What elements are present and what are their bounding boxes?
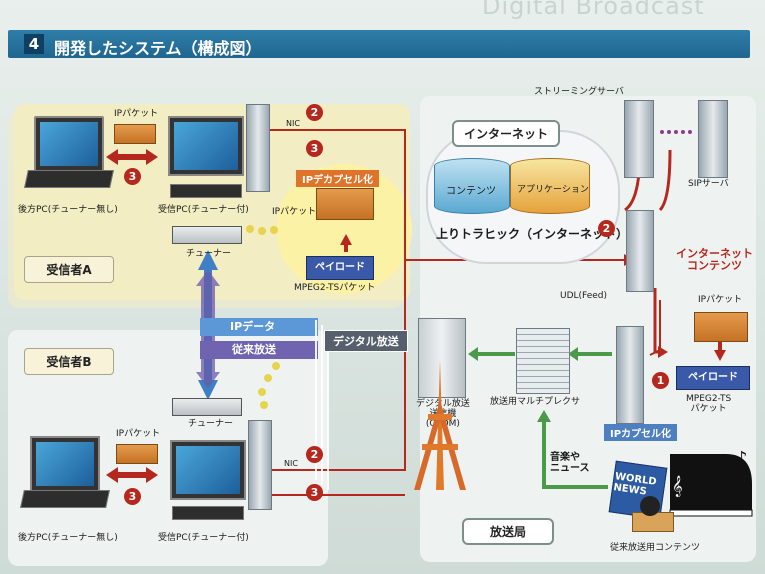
pc-b-tower <box>248 420 272 510</box>
receiver-a-label: 受信者A <box>24 256 114 283</box>
uplink-label: 上りトラヒック（インターネット） <box>436 227 629 241</box>
section-number: 4 <box>24 34 44 54</box>
laptop-b-screen <box>30 436 100 492</box>
nic-a-step-2: 3 <box>306 140 323 157</box>
receiver-b-label: 受信者B <box>24 348 114 375</box>
digital-broadcast-label: デジタル放送 <box>324 330 408 352</box>
pc-a-caption: 受信PC(チューナー付) <box>158 205 249 215</box>
content-label: コンテンツ <box>446 186 496 197</box>
tuner-a-caption: チューナー <box>186 249 232 259</box>
tuner-b-caption: チューナー <box>188 419 234 429</box>
udl-label: UDL(Feed) <box>560 291 608 301</box>
title-bar: 4 開発したシステム（構成図） <box>8 30 750 58</box>
red-line-a <box>270 129 406 471</box>
encap-step: 1 <box>652 372 669 389</box>
lan-b-packet-label: IPパケット <box>116 429 161 439</box>
nic-b-step-2: 3 <box>306 484 323 501</box>
green-news-up <box>542 420 608 489</box>
decap-ip-packet <box>316 188 374 220</box>
pc-a-monitor <box>168 116 244 176</box>
multiplexer-label: 放送用マルチプレクサ <box>490 397 581 407</box>
tuner-b <box>172 398 242 416</box>
pc-b-keyboard <box>172 506 244 520</box>
nic-a-step-1: 2 <box>306 104 323 121</box>
legacy-broadcast-label: 従来放送 <box>232 343 276 356</box>
nic-a-label: NIC <box>286 119 300 128</box>
green-arrow-head-3 <box>537 410 551 422</box>
encap-arrow <box>714 350 726 361</box>
lan-b-packet <box>116 444 158 464</box>
presenter-icon <box>640 496 660 516</box>
legacy-band <box>200 341 318 359</box>
nic-b-step-1: 2 <box>306 446 323 463</box>
streaming-server-label: ストリーミングサーバ <box>534 87 624 97</box>
arrow-content-head <box>658 346 668 358</box>
legacy-content-label: 従来放送用コンテンツ <box>610 543 701 553</box>
encap-server <box>616 326 644 424</box>
ip-data-band <box>200 318 318 336</box>
multiplexer <box>516 328 570 394</box>
laptop-a-keyboard <box>24 170 114 188</box>
application-label: アプリケーション <box>517 185 589 195</box>
page-title: 開発したシステム（構成図） <box>54 39 262 58</box>
lan-a-packet-label: IPパケット <box>114 109 159 119</box>
content-cylinder <box>434 158 510 214</box>
broadcast-tower <box>414 360 466 490</box>
pc-b-caption: 受信PC(チューナー付) <box>158 533 249 543</box>
lan-b-step: 3 <box>124 488 141 505</box>
decap-mpeg-label: MPEG2-TSパケット <box>294 283 376 293</box>
watermark: Digital Broadcast <box>482 0 705 20</box>
lan-arrow-b <box>106 467 158 483</box>
tuner-a <box>172 226 242 244</box>
station-ip-packet-label: IPパケット <box>698 295 743 305</box>
application-cylinder <box>510 158 590 214</box>
laptop-a-screen <box>34 116 104 172</box>
svg-text:♪: ♪ <box>736 448 748 469</box>
green-arrow-head-2 <box>568 347 578 361</box>
sip-server <box>698 100 728 178</box>
laptop-b-caption: 後方PC(チューナー無し) <box>18 533 118 543</box>
pc-b-monitor <box>170 440 246 500</box>
server-dots <box>660 130 692 138</box>
piano-icon: ♪ 𝄞 <box>669 448 753 517</box>
station-label: 放送局 <box>462 518 554 545</box>
ip-data-label: IPデータ <box>230 320 276 333</box>
nic-b-label: NIC <box>284 459 298 468</box>
uplink-step: 2 <box>598 220 615 237</box>
green-arrow-head-1 <box>468 347 478 361</box>
station-ip-packet <box>694 312 748 342</box>
ip-decap-label: IPデカプセル化 <box>296 170 380 187</box>
pc-a-tower <box>246 104 270 192</box>
sip-server-label: SIPサーバ <box>688 179 729 189</box>
laptop-a-caption: 後方PC(チューナー無し) <box>18 205 118 215</box>
lan-arrow-a <box>106 149 158 165</box>
station-payload: ペイロード <box>676 366 750 390</box>
transmitter <box>418 318 466 398</box>
laptop-b-keyboard <box>20 490 110 508</box>
decap-arrow <box>340 234 352 245</box>
streaming-server <box>624 100 654 178</box>
svg-text:𝄞: 𝄞 <box>672 476 683 497</box>
decap-ip-packet-label: IPパケット <box>272 207 317 217</box>
internet-label: インターネット <box>452 120 560 147</box>
decap-payload: ペイロード <box>306 256 374 280</box>
udl-server <box>626 210 654 292</box>
internet-content-label: インターネット コンテンツ <box>676 247 753 273</box>
pc-a-keyboard <box>170 184 242 198</box>
music-news-label: 音楽や ニュース <box>550 452 590 474</box>
lan-a-step: 3 <box>124 168 141 185</box>
station-mpeg-label: MPEG2-TS パケット <box>686 394 732 414</box>
lan-a-packet <box>114 124 156 144</box>
ip-encap-label: IPカプセル化 <box>604 424 678 441</box>
